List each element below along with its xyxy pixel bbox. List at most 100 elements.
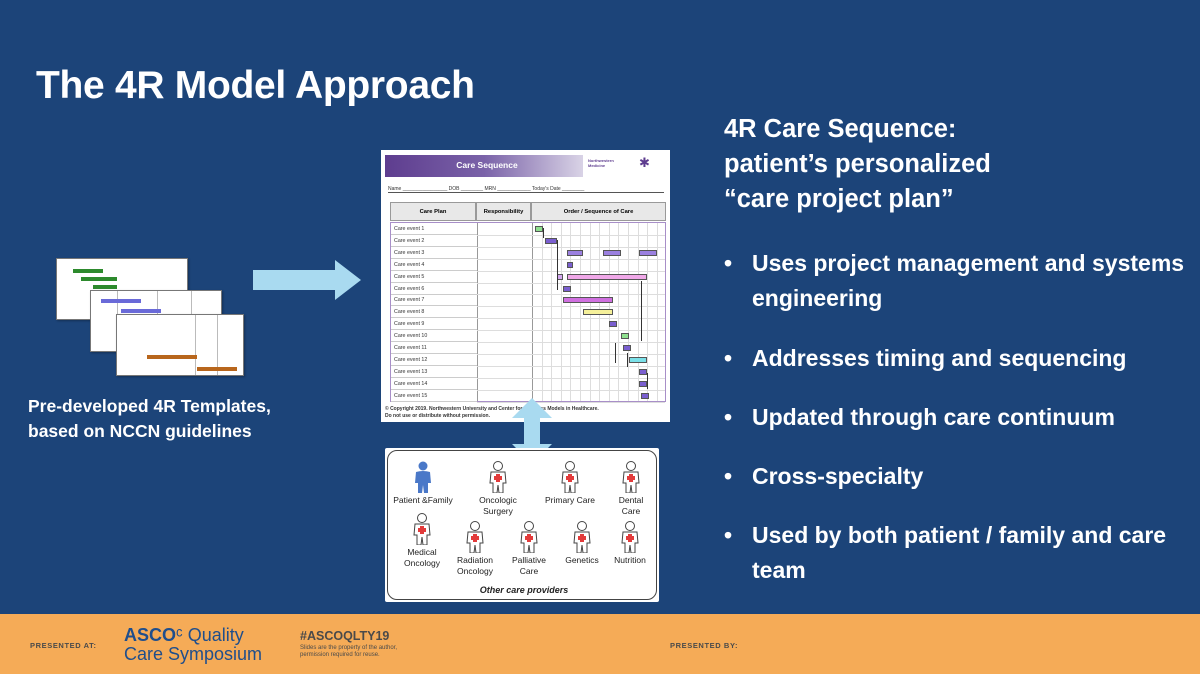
column-header-care-plan: Care Plan [390,202,476,221]
doctor-icon [561,461,579,493]
provider-genetics: Genetics [552,521,612,566]
gantt-dependency-line [627,353,628,367]
row-divider [477,246,665,248]
presented-by-label: PRESENTED BY: [670,641,739,650]
doctor-icon [413,513,431,545]
care-event-label: Care event 10 [391,330,477,343]
row-divider [477,270,665,272]
care-providers-frame: Patient &Family Oncologic Surgery Primar… [387,450,657,600]
asco-brand: ASCO [124,625,177,645]
care-event-label: Care event 2 [391,235,477,247]
slide-disclaimer: Slides are the property of the author, p… [300,645,397,659]
care-event-label: Care event 14 [391,378,477,390]
gantt-bar [639,249,657,256]
northwestern-logo: Northwestern Medicine [588,158,614,168]
gantt-bar [583,309,613,316]
row-divider [477,306,665,308]
heading-line-2: patient’s personalized [724,150,991,178]
provider-label: Genetics [565,555,599,565]
gantt-bar [535,226,543,232]
row-divider [477,365,665,367]
doctor-icon [466,521,484,553]
care-sequence-heading: 4R Care Sequence: patient’s personalized… [724,112,991,217]
gantt-grid-line [628,223,629,401]
doctor-icon [622,461,640,493]
row-divider [477,294,665,296]
care-event-label: Care event 11 [391,342,477,354]
provider-dental-care: Dental Care [601,461,661,517]
gantt-grid-line [551,223,553,401]
star-logo-icon: ✱ [639,155,650,170]
event-hashtag: #ASCOQLTY19 [300,629,390,643]
care-event-label: Care event 8 [391,306,477,319]
gantt-grid-line [541,223,543,401]
row-divider [477,377,665,379]
gantt-bar [629,356,647,363]
care-event-label: Care event 1 [391,223,477,235]
presented-at-label: PRESENTED AT: [30,641,97,650]
column-header-order: Order / Sequence of Care [531,202,666,221]
column-header-responsibility: Responsibility [476,202,531,221]
right-arrow-icon [253,260,361,300]
patient-icon [415,461,431,493]
heading-line-1: 4R Care Sequence: [724,115,957,143]
footer-band: PRESENTED AT: ASCOᶜ Quality Care Symposi… [0,614,1200,674]
care-event-label: Care event 6 [391,283,477,295]
gantt-bar [639,380,647,387]
slide-title: The 4R Model Approach [36,64,475,107]
row-divider [477,389,665,391]
copyright-line-1: © Copyright 2019. Northwestern Universit… [385,406,599,412]
provider-label: Nutrition [614,555,646,565]
gantt-bar [609,321,617,328]
template-thumbnail-3 [116,314,244,376]
gantt-bar [621,333,629,340]
provider-nutrition: Nutrition [600,521,660,566]
care-event-label: Care event 4 [391,259,477,271]
bullet-item: Cross-specialty [724,459,1200,494]
care-event-label: Care event 15 [391,390,477,402]
care-sequence-sheet: Care Sequence Northwestern Medicine ✱ Na… [381,150,670,422]
gantt-grid-line [647,223,649,401]
doctor-icon [520,521,538,553]
gantt-bar [567,261,573,268]
column-divider [477,223,478,401]
doctor-icon [573,521,591,553]
template-thumbnails [56,258,246,378]
asco-mark-icon: ᶜ [176,625,183,646]
copyright-line-2: Do not use or distribute without permiss… [385,412,491,419]
gantt-dependency-line [615,343,616,363]
copyright-footer: © Copyright 2019. Northwestern Universit… [385,406,670,419]
bullet-item: Updated through care continuum [724,400,1200,435]
gantt-bar [641,392,649,399]
care-event-label: Care event 5 [391,271,477,283]
care-providers-panel: Patient &Family Oncologic Surgery Primar… [385,448,659,602]
care-event-label: Care event 13 [391,366,477,378]
gantt-grid-line [637,223,639,401]
gantt-dependency-line [647,373,648,389]
row-divider [477,342,665,343]
gantt-grid-line [570,223,572,401]
provider-medical-oncology: Medical Oncology [392,513,452,569]
double-arrow-icon [512,398,552,464]
doctor-icon [621,521,639,553]
provider-label: Oncologic Surgery [479,495,517,516]
disclaimer-line-2: permission required for reuse. [300,652,380,658]
care-sequence-title: Care Sequence [456,160,518,170]
care-sequence-table: Care Plan Responsibility Order / Sequenc… [390,202,666,403]
gantt-bar [623,345,631,351]
providers-caption: Other care providers [479,585,569,595]
provider-primary-care: Primary Care [540,461,600,506]
care-sequence-header-bar [385,155,583,177]
row-divider [477,282,665,284]
patient-fields: Name ________________ DOB ________ MRN _… [388,186,664,193]
provider-label: Radiation Oncology [457,555,493,576]
templates-caption: Pre-developed 4R Templates, based on NCC… [28,394,271,444]
provider-label: Medical Oncology [404,547,440,568]
care-event-label: Care event 7 [391,294,477,307]
column-divider [532,223,533,401]
provider-label: Patient &Family [393,495,453,505]
gantt-dependency-line [543,228,544,238]
care-event-label: Care event 12 [391,354,477,366]
gantt-grid-line [560,223,562,401]
gantt-dependency-line [641,281,642,341]
